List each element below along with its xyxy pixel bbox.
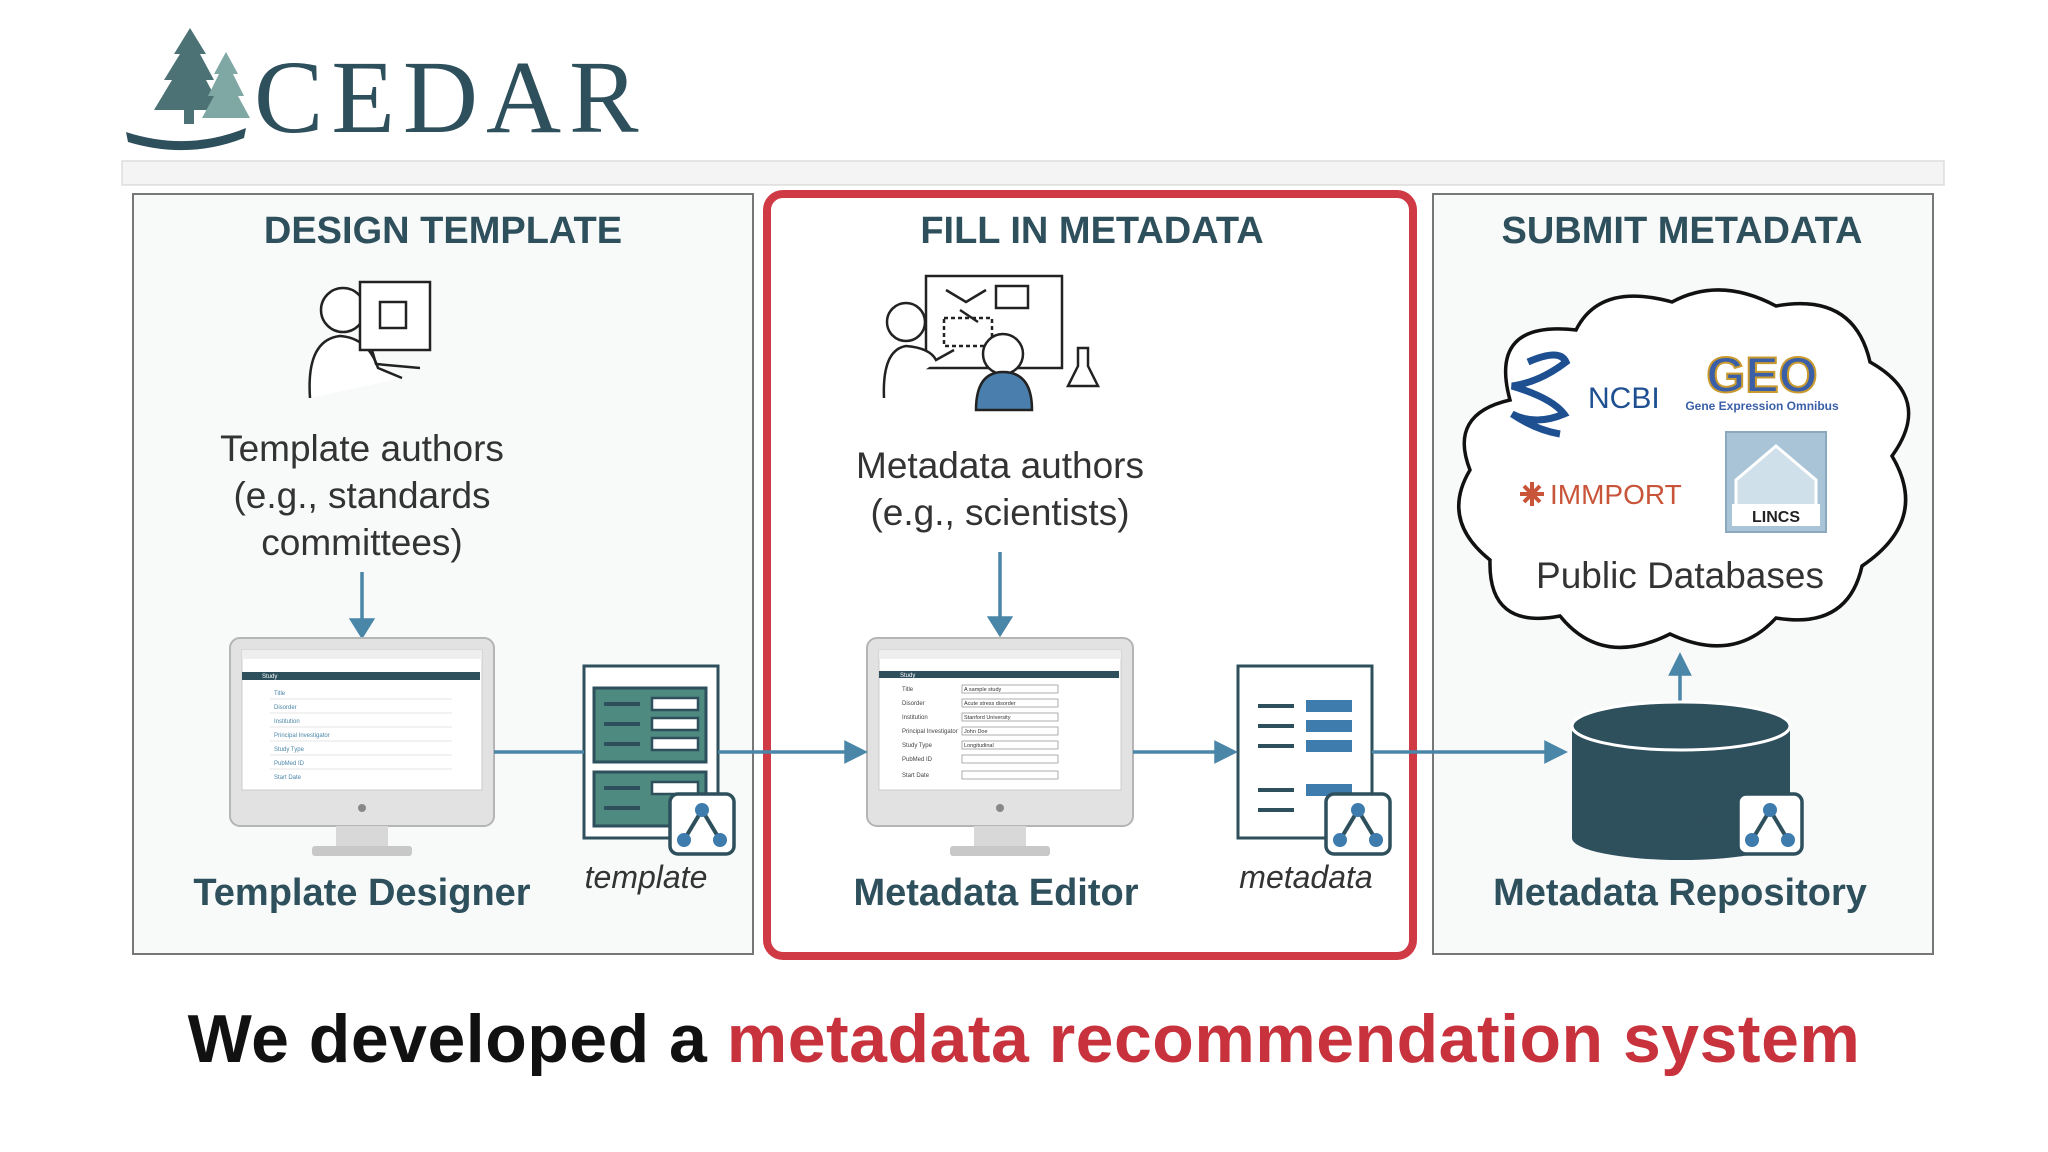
designer-section-label: Study bbox=[262, 674, 277, 680]
editor-field-title: Title bbox=[902, 687, 914, 693]
cedar-logo-text: CEDAR bbox=[254, 40, 647, 155]
metadata-share-icon bbox=[1324, 792, 1392, 856]
template-authors-line-2: (e.g., standards bbox=[233, 475, 490, 516]
editor-field-study-type: Study Type bbox=[902, 743, 933, 749]
metadata-repository-database-icon bbox=[1570, 700, 1792, 860]
cedar-tree-logo-icon bbox=[126, 28, 250, 151]
submit-metadata-title: SUBMIT METADATA bbox=[1502, 210, 1863, 252]
lincs-logo-icon bbox=[1725, 431, 1827, 533]
metadata-authors-line-1: Metadata authors bbox=[856, 445, 1144, 486]
headline-accent: metadata recommendation system bbox=[726, 1001, 1861, 1077]
geo-subtitle: Gene Expression Omnibus bbox=[1685, 399, 1839, 413]
headline-lead: We developed a bbox=[187, 1001, 727, 1077]
metadata-editor-label: Metadata Editor bbox=[853, 872, 1138, 914]
ncbi-label: NCBI bbox=[1588, 382, 1660, 415]
template-designer-monitor bbox=[229, 637, 495, 856]
editor-fields: Title Disorder Institution Principal Inv… bbox=[902, 687, 958, 779]
designer-field-pubmed: PubMed ID bbox=[274, 761, 305, 767]
headline: We developed a metadata recommendation s… bbox=[0, 1000, 2048, 1078]
editor-field-disorder: Disorder bbox=[902, 701, 925, 707]
designer-field-pi: Principal Investigator bbox=[274, 733, 330, 739]
designer-field-institution: Institution bbox=[274, 719, 300, 725]
immport-label: IMMPORT bbox=[1550, 479, 1682, 510]
designer-field-study-type: Study Type bbox=[274, 747, 305, 753]
template-share-icon bbox=[668, 792, 736, 856]
lincs-label: LINCS bbox=[1752, 509, 1800, 526]
geo-logo: GEO bbox=[1706, 347, 1817, 403]
ncbi-logo-icon bbox=[1510, 351, 1571, 438]
designer-field-disorder: Disorder bbox=[274, 705, 297, 711]
metadata-repository-label: Metadata Repository bbox=[1493, 872, 1867, 914]
fill-metadata-title: FILL IN METADATA bbox=[920, 210, 1263, 252]
designer-fields: Title Disorder Institution Principal Inv… bbox=[274, 691, 330, 781]
public-databases-cloud bbox=[1457, 288, 1911, 650]
template-artifact-label: template bbox=[585, 859, 708, 895]
editor-field-pi: Principal Investigator bbox=[902, 729, 958, 735]
editor-section-label: Study bbox=[900, 673, 915, 679]
public-databases-label: Public Databases bbox=[1536, 555, 1824, 596]
template-authors-line-3: committees) bbox=[261, 522, 462, 563]
metadata-author-icon bbox=[882, 274, 1101, 412]
design-template-panel bbox=[132, 193, 754, 955]
editor-field-pubmed: PubMed ID bbox=[902, 757, 933, 763]
editor-value-title: A sample study bbox=[964, 687, 1002, 693]
immport-logo-icon bbox=[1520, 482, 1544, 506]
template-author-icon bbox=[308, 280, 432, 399]
template-designer-label: Template Designer bbox=[193, 872, 530, 914]
metadata-artifact-label: metadata bbox=[1239, 859, 1372, 895]
fill-metadata-panel bbox=[763, 190, 1417, 960]
design-template-title: DESIGN TEMPLATE bbox=[264, 210, 622, 252]
repository-share-icon bbox=[1736, 792, 1804, 856]
metadata-authors-line-2: (e.g., scientists) bbox=[870, 492, 1129, 533]
designer-field-title: Title bbox=[274, 691, 286, 697]
editor-field-institution: Institution bbox=[902, 715, 928, 721]
editor-value-institution: Stanford University bbox=[964, 715, 1011, 721]
editor-field-values: A sample study Acute stress disorder Sta… bbox=[964, 687, 1016, 749]
editor-value-disorder: Acute stress disorder bbox=[964, 701, 1016, 707]
editor-field-start-date: Start Date bbox=[902, 773, 930, 779]
editor-value-study-type: Longitudinal bbox=[964, 743, 994, 749]
editor-value-pi: John Doe bbox=[964, 729, 988, 735]
designer-field-start-date: Start Date bbox=[274, 775, 302, 781]
template-authors-line-1: Template authors bbox=[220, 428, 504, 469]
